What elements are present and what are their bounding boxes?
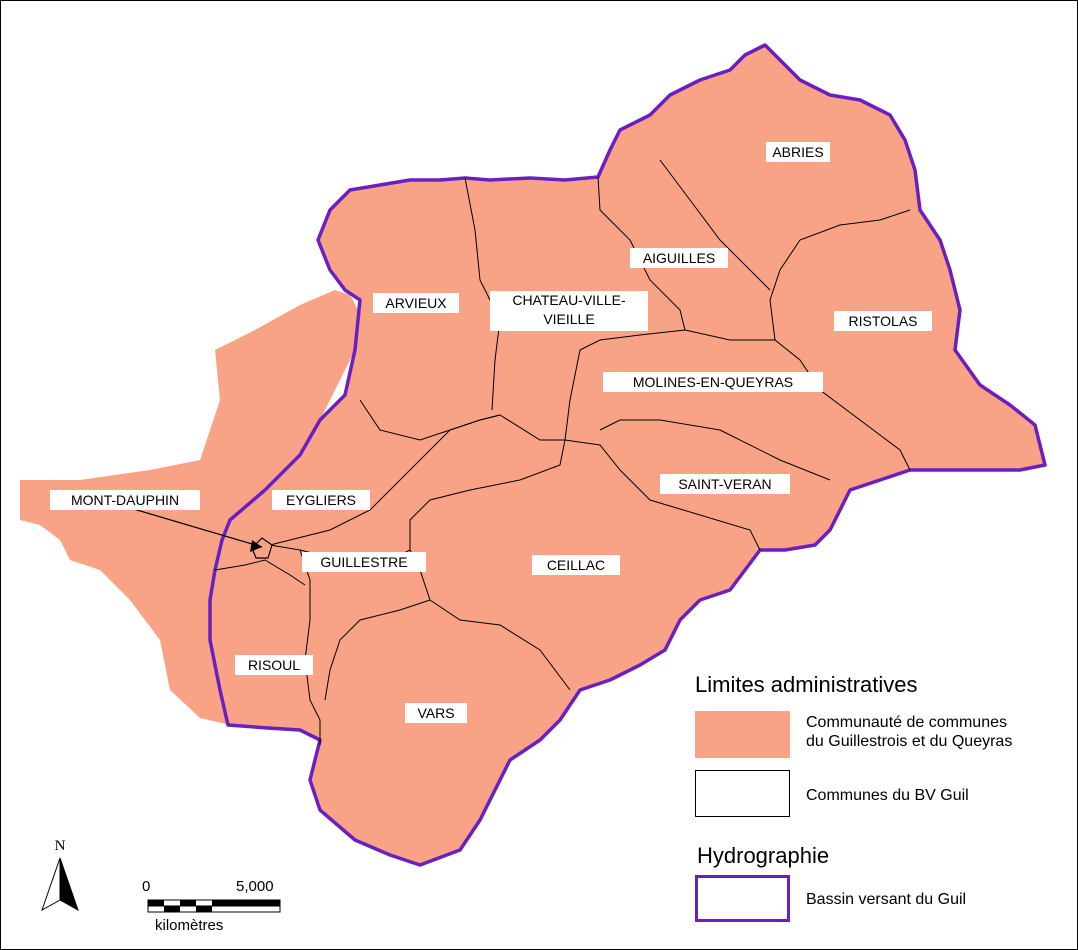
legend-bassin-swatch: [695, 875, 790, 922]
svg-text:SAINT-VERAN: SAINT-VERAN: [678, 476, 771, 492]
svg-text:MONT-DAUPHIN: MONT-DAUPHIN: [71, 492, 179, 508]
label-abries: ABRIES: [766, 142, 830, 162]
scale-max-label: 5,000: [236, 878, 274, 895]
label-mont-dauphin: MONT-DAUPHIN: [50, 490, 200, 510]
svg-text:MOLINES-EN-QUEYRAS: MOLINES-EN-QUEYRAS: [633, 374, 793, 390]
label-risoul: RISOUL: [235, 655, 313, 675]
scale-bar: [147, 899, 281, 913]
legend-communaute-label-2: du Guillestrois et du Queyras: [806, 733, 1013, 750]
legend-communaute-label-1: Communauté de communes: [806, 714, 1007, 731]
mont-dauphin-arrowhead: [250, 540, 262, 552]
legend-communes-swatch: [695, 770, 790, 817]
label-ristolas: RISTOLAS: [834, 311, 932, 331]
label-guillestre: GUILLESTRE: [302, 552, 426, 572]
svg-text:RISOUL: RISOUL: [248, 657, 300, 673]
label-saint-veran: SAINT-VERAN: [660, 474, 790, 494]
svg-text:CHATEAU-VILLE-: CHATEAU-VILLE-: [512, 292, 626, 308]
svg-text:GUILLESTRE: GUILLESTRE: [320, 554, 407, 570]
label-arvieux: ARVIEUX: [373, 293, 459, 313]
label-eygliers: EYGLIERS: [272, 490, 370, 510]
svg-text:VARS: VARS: [417, 705, 454, 721]
mont-dauphin-area: [251, 537, 273, 559]
label-vars: VARS: [405, 703, 467, 723]
label-molines-en-queyras: MOLINES-EN-QUEYRAS: [603, 372, 823, 392]
scale-unit-label: kilomètres: [155, 917, 224, 934]
bassin-versant-area: [208, 43, 1047, 867]
north-label: N: [55, 838, 66, 854]
north-arrow-icon: N: [41, 838, 79, 912]
svg-text:ABRIES: ABRIES: [772, 144, 823, 160]
svg-text:CEILLAC: CEILLAC: [547, 557, 605, 573]
scale-zero-label: 0: [142, 878, 151, 895]
svg-text:AIGUILLES: AIGUILLES: [643, 250, 715, 266]
label-ceillac: CEILLAC: [532, 555, 620, 575]
legend-admin-title: Limites administratives: [695, 672, 918, 697]
svg-text:EYGLIERS: EYGLIERS: [286, 492, 356, 508]
mont-dauphin-pointer: [119, 504, 263, 548]
legend-communaute-swatch: [695, 711, 790, 758]
label-chateau-ville-vieille: CHATEAU-VILLE- VIEILLE: [490, 291, 648, 331]
svg-text:RISTOLAS: RISTOLAS: [849, 313, 918, 329]
legend-bassin-label: Bassin versant du Guil: [806, 891, 967, 908]
svg-text:ARVIEUX: ARVIEUX: [385, 295, 447, 311]
label-aiguilles: AIGUILLES: [630, 248, 728, 268]
svg-text:VIEILLE: VIEILLE: [543, 311, 594, 327]
legend-hydro-title: Hydrographie: [697, 843, 830, 868]
legend-communes-label: Communes du BV Guil: [806, 787, 969, 804]
